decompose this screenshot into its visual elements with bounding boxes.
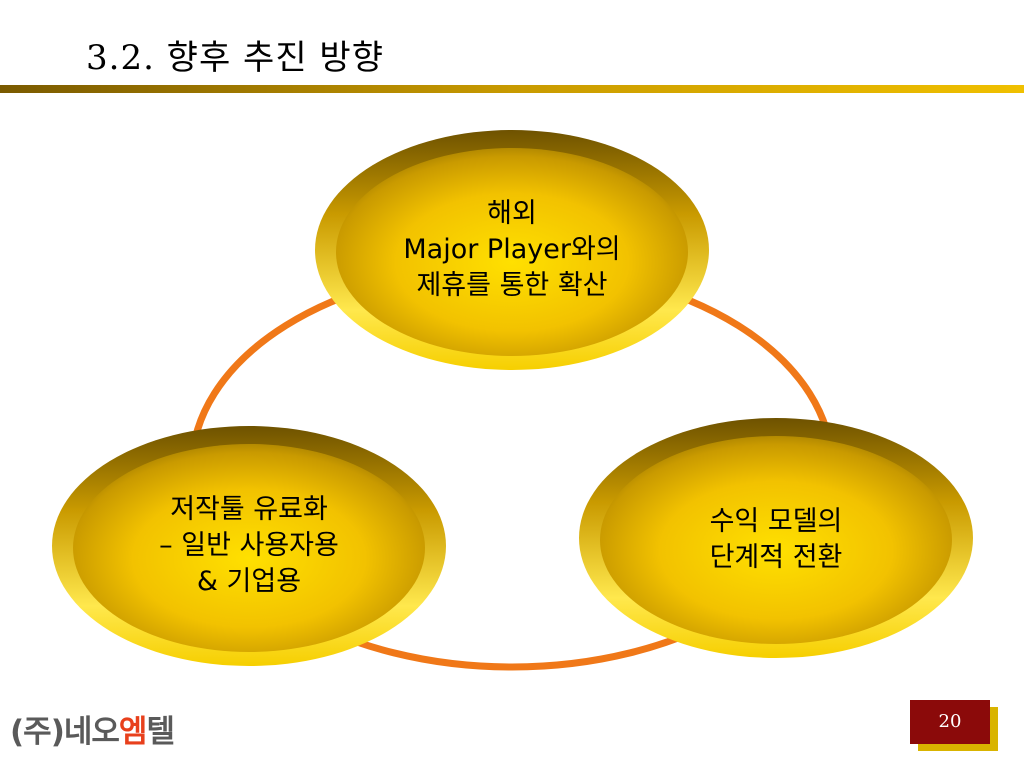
node-left-ellipse	[52, 426, 446, 666]
node-top-line2: Major Player와의	[403, 234, 621, 265]
logo-text-accent: 엠	[118, 714, 148, 750]
company-logo: (주)네오엠텔	[10, 706, 175, 751]
page-number: 20	[910, 700, 990, 744]
slide-title: 3.2. 향후 추진 방향	[86, 38, 384, 78]
logo-text-part3: 텔	[146, 714, 175, 750]
node-right-line1: 수익 모델의	[709, 506, 843, 537]
node-left-line3: & 기업용	[196, 566, 302, 597]
node-left-text: 저작툴 유료화 – 일반 사용자용 & 기업용	[109, 492, 389, 600]
logo-text-part1: (주)네오	[10, 714, 120, 750]
node-top-line1: 해외	[487, 198, 537, 229]
node-right-text: 수익 모델의 단계적 전환	[636, 504, 916, 576]
node-top-ellipse	[315, 130, 709, 370]
node-right-ellipse	[579, 418, 973, 658]
node-right-line2: 단계적 전환	[709, 542, 843, 573]
title-rule	[0, 85, 1024, 93]
node-left-line2: – 일반 사용자용	[159, 530, 339, 561]
node-top-text: 해외 Major Player와의 제휴를 통한 확산	[372, 196, 652, 304]
node-left-line1: 저작툴 유료화	[170, 494, 328, 525]
node-top-line3: 제휴를 통한 확산	[416, 270, 608, 301]
